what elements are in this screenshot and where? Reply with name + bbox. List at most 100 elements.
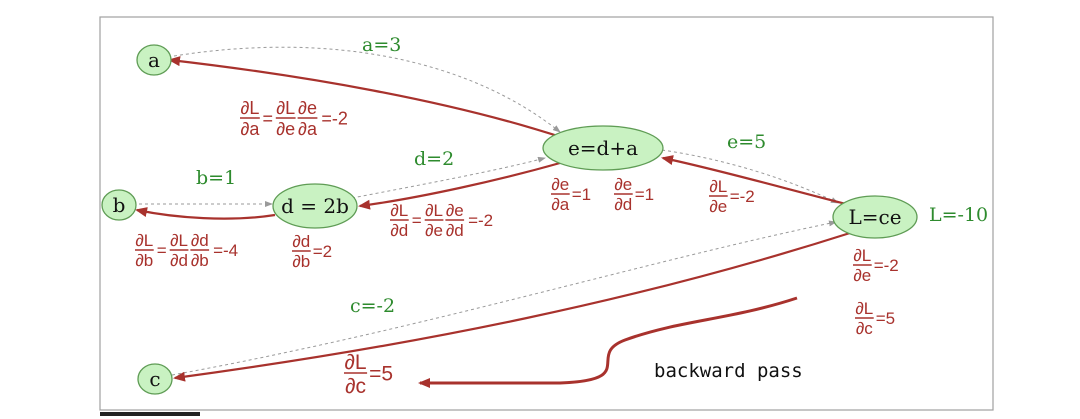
grad-dc_right-frac-numerator: ∂L bbox=[855, 299, 873, 318]
grad-db-term2: ∂d∂b bbox=[190, 231, 210, 270]
gradient-local_e_d: ∂e∂d=1 bbox=[614, 175, 654, 214]
grad-db-term2-denominator: ∂b bbox=[191, 251, 209, 270]
backward-edge-L-e bbox=[661, 155, 851, 207]
value-b: b=1 bbox=[196, 167, 236, 189]
grad-de_edge-frac-denominator: ∂e bbox=[709, 197, 727, 216]
grad-dd-term2-numerator: ∂e bbox=[446, 201, 464, 220]
node-c: c bbox=[137, 363, 173, 395]
node-b: b bbox=[101, 189, 137, 221]
node-d-label: d = 2b bbox=[281, 194, 349, 218]
grad-da-term2-denominator: ∂a bbox=[298, 119, 318, 139]
node-e-ellipse bbox=[542, 125, 664, 171]
grad-dd-term1-numerator: ∂L bbox=[425, 201, 443, 220]
node-a-circle bbox=[136, 44, 172, 76]
node-d-ellipse bbox=[272, 183, 358, 229]
grad-local_e_a-frac-denominator: ∂a bbox=[551, 195, 569, 214]
grad-dd-lhs: ∂L∂d bbox=[390, 201, 409, 240]
grad-dd-lhs-denominator: ∂d bbox=[390, 221, 408, 240]
backward-edge-e-a bbox=[168, 56, 571, 142]
node-e-label: e=d+a bbox=[568, 136, 638, 160]
forward-edge-a-e bbox=[167, 46, 561, 133]
gradient-local_e_a: ∂e∂a=1 bbox=[551, 175, 591, 214]
grad-da-term2-numerator: ∂e bbox=[298, 98, 317, 118]
grad-local_d_b-frac: ∂d∂b bbox=[292, 232, 311, 271]
gradient-de_edge: ∂L∂e=-2 bbox=[709, 177, 755, 216]
grad-dd-term2-denominator: ∂d bbox=[446, 221, 464, 240]
grad-dc_right-result: =5 bbox=[876, 309, 895, 328]
node-c-label: c bbox=[149, 367, 160, 391]
grad-da-lhs-numerator: ∂L bbox=[240, 98, 259, 118]
gradient-dd: ∂L∂d=∂L∂e∂e∂d=-2 bbox=[390, 201, 493, 240]
grad-local_d_b-result: =2 bbox=[313, 242, 332, 261]
grad-da-lhs: ∂L∂a bbox=[240, 98, 260, 139]
grad-dc_right-frac: ∂L∂c bbox=[855, 299, 874, 338]
forward-edges bbox=[133, 46, 839, 376]
gradient-da: ∂L∂a=∂L∂e∂e∂a=-2 bbox=[240, 98, 348, 139]
grad-de_right-frac: ∂L∂e bbox=[853, 246, 872, 285]
bottom-left-bar bbox=[100, 412, 200, 416]
backward-edge-L-c bbox=[173, 231, 851, 382]
node-a-label: a bbox=[148, 48, 160, 72]
backward-edge-e-d bbox=[358, 161, 561, 210]
node-d: d = 2b bbox=[272, 183, 358, 229]
grad-de_edge-frac: ∂L∂e bbox=[709, 177, 728, 216]
grad-da-term2: ∂e∂a bbox=[297, 98, 318, 139]
forward-edge-e-L bbox=[661, 149, 839, 204]
gradient-de_right: ∂L∂e=-2 bbox=[853, 246, 899, 285]
grad-local_e_a-frac-numerator: ∂e bbox=[551, 175, 569, 194]
value-L: L=-10 bbox=[929, 204, 988, 226]
grad-dd-lhs-numerator: ∂L bbox=[390, 201, 408, 220]
grad-de_edge-result: =-2 bbox=[730, 187, 755, 206]
grad-da-lhs-denominator: ∂a bbox=[240, 119, 260, 139]
node-c-circle bbox=[137, 363, 173, 395]
grad-de_right-result: =-2 bbox=[874, 256, 899, 275]
node-b-circle bbox=[101, 189, 137, 221]
node-b-label: b bbox=[113, 193, 126, 217]
grad-local_e_d-frac-denominator: ∂d bbox=[614, 195, 632, 214]
grad-de_right-frac-denominator: ∂e bbox=[853, 266, 871, 285]
grad-local_d_b-frac-denominator: ∂b bbox=[292, 252, 310, 271]
grad-db-term1-denominator: ∂d bbox=[170, 251, 188, 270]
grad-db-result: =-4 bbox=[213, 241, 238, 260]
grad-local_d_b-frac-numerator: ∂d bbox=[292, 232, 310, 251]
grad-db-lhs: ∂L∂b bbox=[135, 231, 154, 270]
node-e: e=d+a bbox=[542, 125, 664, 171]
grad-da-term1: ∂L∂e bbox=[275, 98, 296, 139]
grad-local_e_a-frac: ∂e∂a bbox=[551, 175, 570, 214]
grad-db-lhs-numerator: ∂L bbox=[135, 231, 153, 250]
grad-da-result: =-2 bbox=[321, 108, 348, 128]
grad-local_e_d-frac: ∂e∂d bbox=[614, 175, 633, 214]
grad-local_e_d-result: =1 bbox=[635, 185, 654, 204]
grad-db-equals: = bbox=[157, 241, 167, 260]
node-L-label: L=ce bbox=[848, 205, 901, 229]
grad-dc_big-frac-denominator: ∂c bbox=[345, 375, 366, 398]
value-c: c=-2 bbox=[350, 295, 395, 317]
gradient-local_d_b: ∂d∂b=2 bbox=[292, 232, 332, 271]
grad-dc_big-frac-numerator: ∂L bbox=[345, 351, 367, 374]
backward-pass-caption: backward pass bbox=[654, 360, 803, 382]
value-e: e=5 bbox=[727, 131, 766, 153]
backward-edges bbox=[135, 56, 851, 388]
grad-db-term1-numerator: ∂L bbox=[170, 231, 188, 250]
grad-db-lhs-denominator: ∂b bbox=[135, 251, 153, 270]
grad-de_edge-frac-numerator: ∂L bbox=[709, 177, 727, 196]
backward-edge-d-b bbox=[135, 207, 276, 220]
grad-local_e_d-frac-numerator: ∂e bbox=[614, 175, 632, 194]
node-a: a bbox=[136, 44, 172, 76]
grad-da-equals: = bbox=[263, 108, 274, 128]
value-d: d=2 bbox=[414, 148, 454, 170]
grad-dd-result: =-2 bbox=[468, 211, 493, 230]
grad-dd-term1-denominator: ∂e bbox=[425, 221, 443, 240]
grad-local_e_a-result: =1 bbox=[572, 185, 591, 204]
forward-edge-d-e bbox=[351, 156, 546, 199]
grad-dc_big-result: =5 bbox=[369, 362, 393, 385]
grad-dc_right-frac-denominator: ∂c bbox=[856, 319, 873, 338]
grad-db-term1: ∂L∂d bbox=[169, 231, 189, 270]
grad-dd-term1: ∂L∂e bbox=[424, 201, 444, 240]
node-L: L=ce bbox=[832, 195, 918, 239]
grad-da-term1-numerator: ∂L bbox=[276, 98, 295, 118]
gradient-db: ∂L∂b=∂L∂d∂d∂b=-4 bbox=[135, 231, 238, 270]
grad-db-term2-numerator: ∂d bbox=[191, 231, 209, 250]
node-L-ellipse bbox=[832, 195, 918, 239]
